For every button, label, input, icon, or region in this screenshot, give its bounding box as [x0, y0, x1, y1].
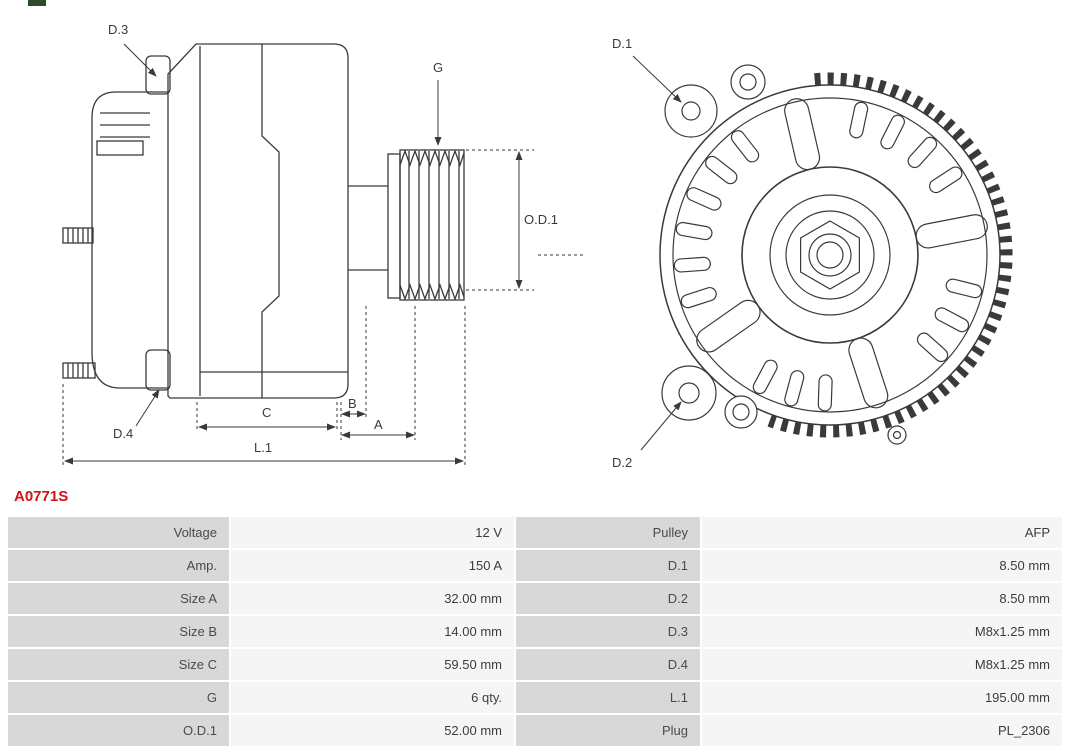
spec-label-size-b: Size B [8, 616, 229, 647]
leader-d3 [123, 43, 157, 77]
spec-value-d4: M8x1.25 mm [702, 649, 1062, 680]
mounting-hole-d2 [678, 382, 700, 404]
spec-table: Voltage 12 V Pulley AFP Amp. 150 A D.1 8… [8, 517, 1062, 746]
mounting-hole-d1 [681, 101, 701, 121]
front-view-leaders [632, 55, 682, 451]
dim-label-c: C [262, 405, 271, 420]
spec-value-g: 6 qty. [231, 682, 514, 713]
spec-label-pulley: Pulley [516, 517, 700, 548]
spec-label-l1: L.1 [516, 682, 700, 713]
main-body [167, 43, 349, 399]
spec-label-voltage: Voltage [8, 517, 229, 548]
spec-label-d2: D.2 [516, 583, 700, 614]
side-view-labels: D.3 G O.D.1 D.4 C B A L.1 [108, 22, 558, 455]
housing-inner-rim [672, 97, 988, 413]
alternator-front-view [632, 55, 1013, 451]
spec-label-g: G [8, 682, 229, 713]
spec-label-amp: Amp. [8, 550, 229, 581]
leader-d4 [135, 389, 160, 427]
spec-label-d4: D.4 [516, 649, 700, 680]
spec-value-d1: 8.50 mm [702, 550, 1062, 581]
leader-d1 [632, 55, 682, 103]
dim-label-b: B [348, 396, 357, 411]
dim-label-d2: D.2 [612, 455, 632, 470]
pulley-front [741, 166, 919, 344]
mounting-tab-bottom [145, 349, 171, 391]
mounting-stud-lower [62, 362, 96, 379]
dim-label-d1: D.1 [612, 36, 632, 51]
vent-slots [673, 101, 983, 412]
dim-label-l1: L.1 [254, 440, 272, 455]
shaft-nut [799, 220, 861, 290]
mounting-stud-upper [62, 227, 94, 244]
leader-d2 [640, 401, 682, 451]
spec-value-od1: 52.00 mm [231, 715, 514, 746]
front-view-labels: D.1 D.2 [612, 36, 632, 470]
spec-value-d3: M8x1.25 mm [702, 616, 1062, 647]
dim-label-a: A [374, 417, 383, 432]
spec-value-plug: PL_2306 [702, 715, 1062, 746]
spec-value-l1: 195.00 mm [702, 682, 1062, 713]
dimension-lines [64, 43, 523, 465]
dim-label-d4: D.4 [113, 426, 133, 441]
spec-value-amp: 150 A [231, 550, 514, 581]
part-number: A0771S [14, 488, 69, 505]
spec-value-size-a: 32.00 mm [231, 583, 514, 614]
alternator-side-view [62, 43, 584, 466]
dim-label-od1: O.D.1 [524, 212, 558, 227]
spec-value-voltage: 12 V [231, 517, 514, 548]
spec-value-pulley: AFP [702, 517, 1062, 548]
technical-drawing-area: D.3 G O.D.1 D.4 C B A L.1 [62, 22, 1013, 470]
alternator-technical-drawing: D.3 G O.D.1 D.4 C B A L.1 [62, 22, 1013, 470]
spec-value-size-c: 59.50 mm [231, 649, 514, 680]
mounting-tab-top [145, 55, 171, 95]
dim-label-d3: D.3 [108, 22, 128, 37]
spec-value-d2: 8.50 mm [702, 583, 1062, 614]
spec-value-size-b: 14.00 mm [231, 616, 514, 647]
rear-housing [91, 91, 168, 389]
spec-label-d1: D.1 [516, 550, 700, 581]
pulley-side [399, 149, 465, 301]
spec-label-d3: D.3 [516, 616, 700, 647]
top-edge-artifact [28, 0, 46, 6]
spec-label-size-c: Size C [8, 649, 229, 680]
spec-label-od1: O.D.1 [8, 715, 229, 746]
spec-label-size-a: Size A [8, 583, 229, 614]
dim-label-g: G [433, 60, 443, 75]
spec-label-plug: Plug [516, 715, 700, 746]
shaft [348, 153, 401, 299]
cooling-fin-rim [767, 72, 1013, 438]
